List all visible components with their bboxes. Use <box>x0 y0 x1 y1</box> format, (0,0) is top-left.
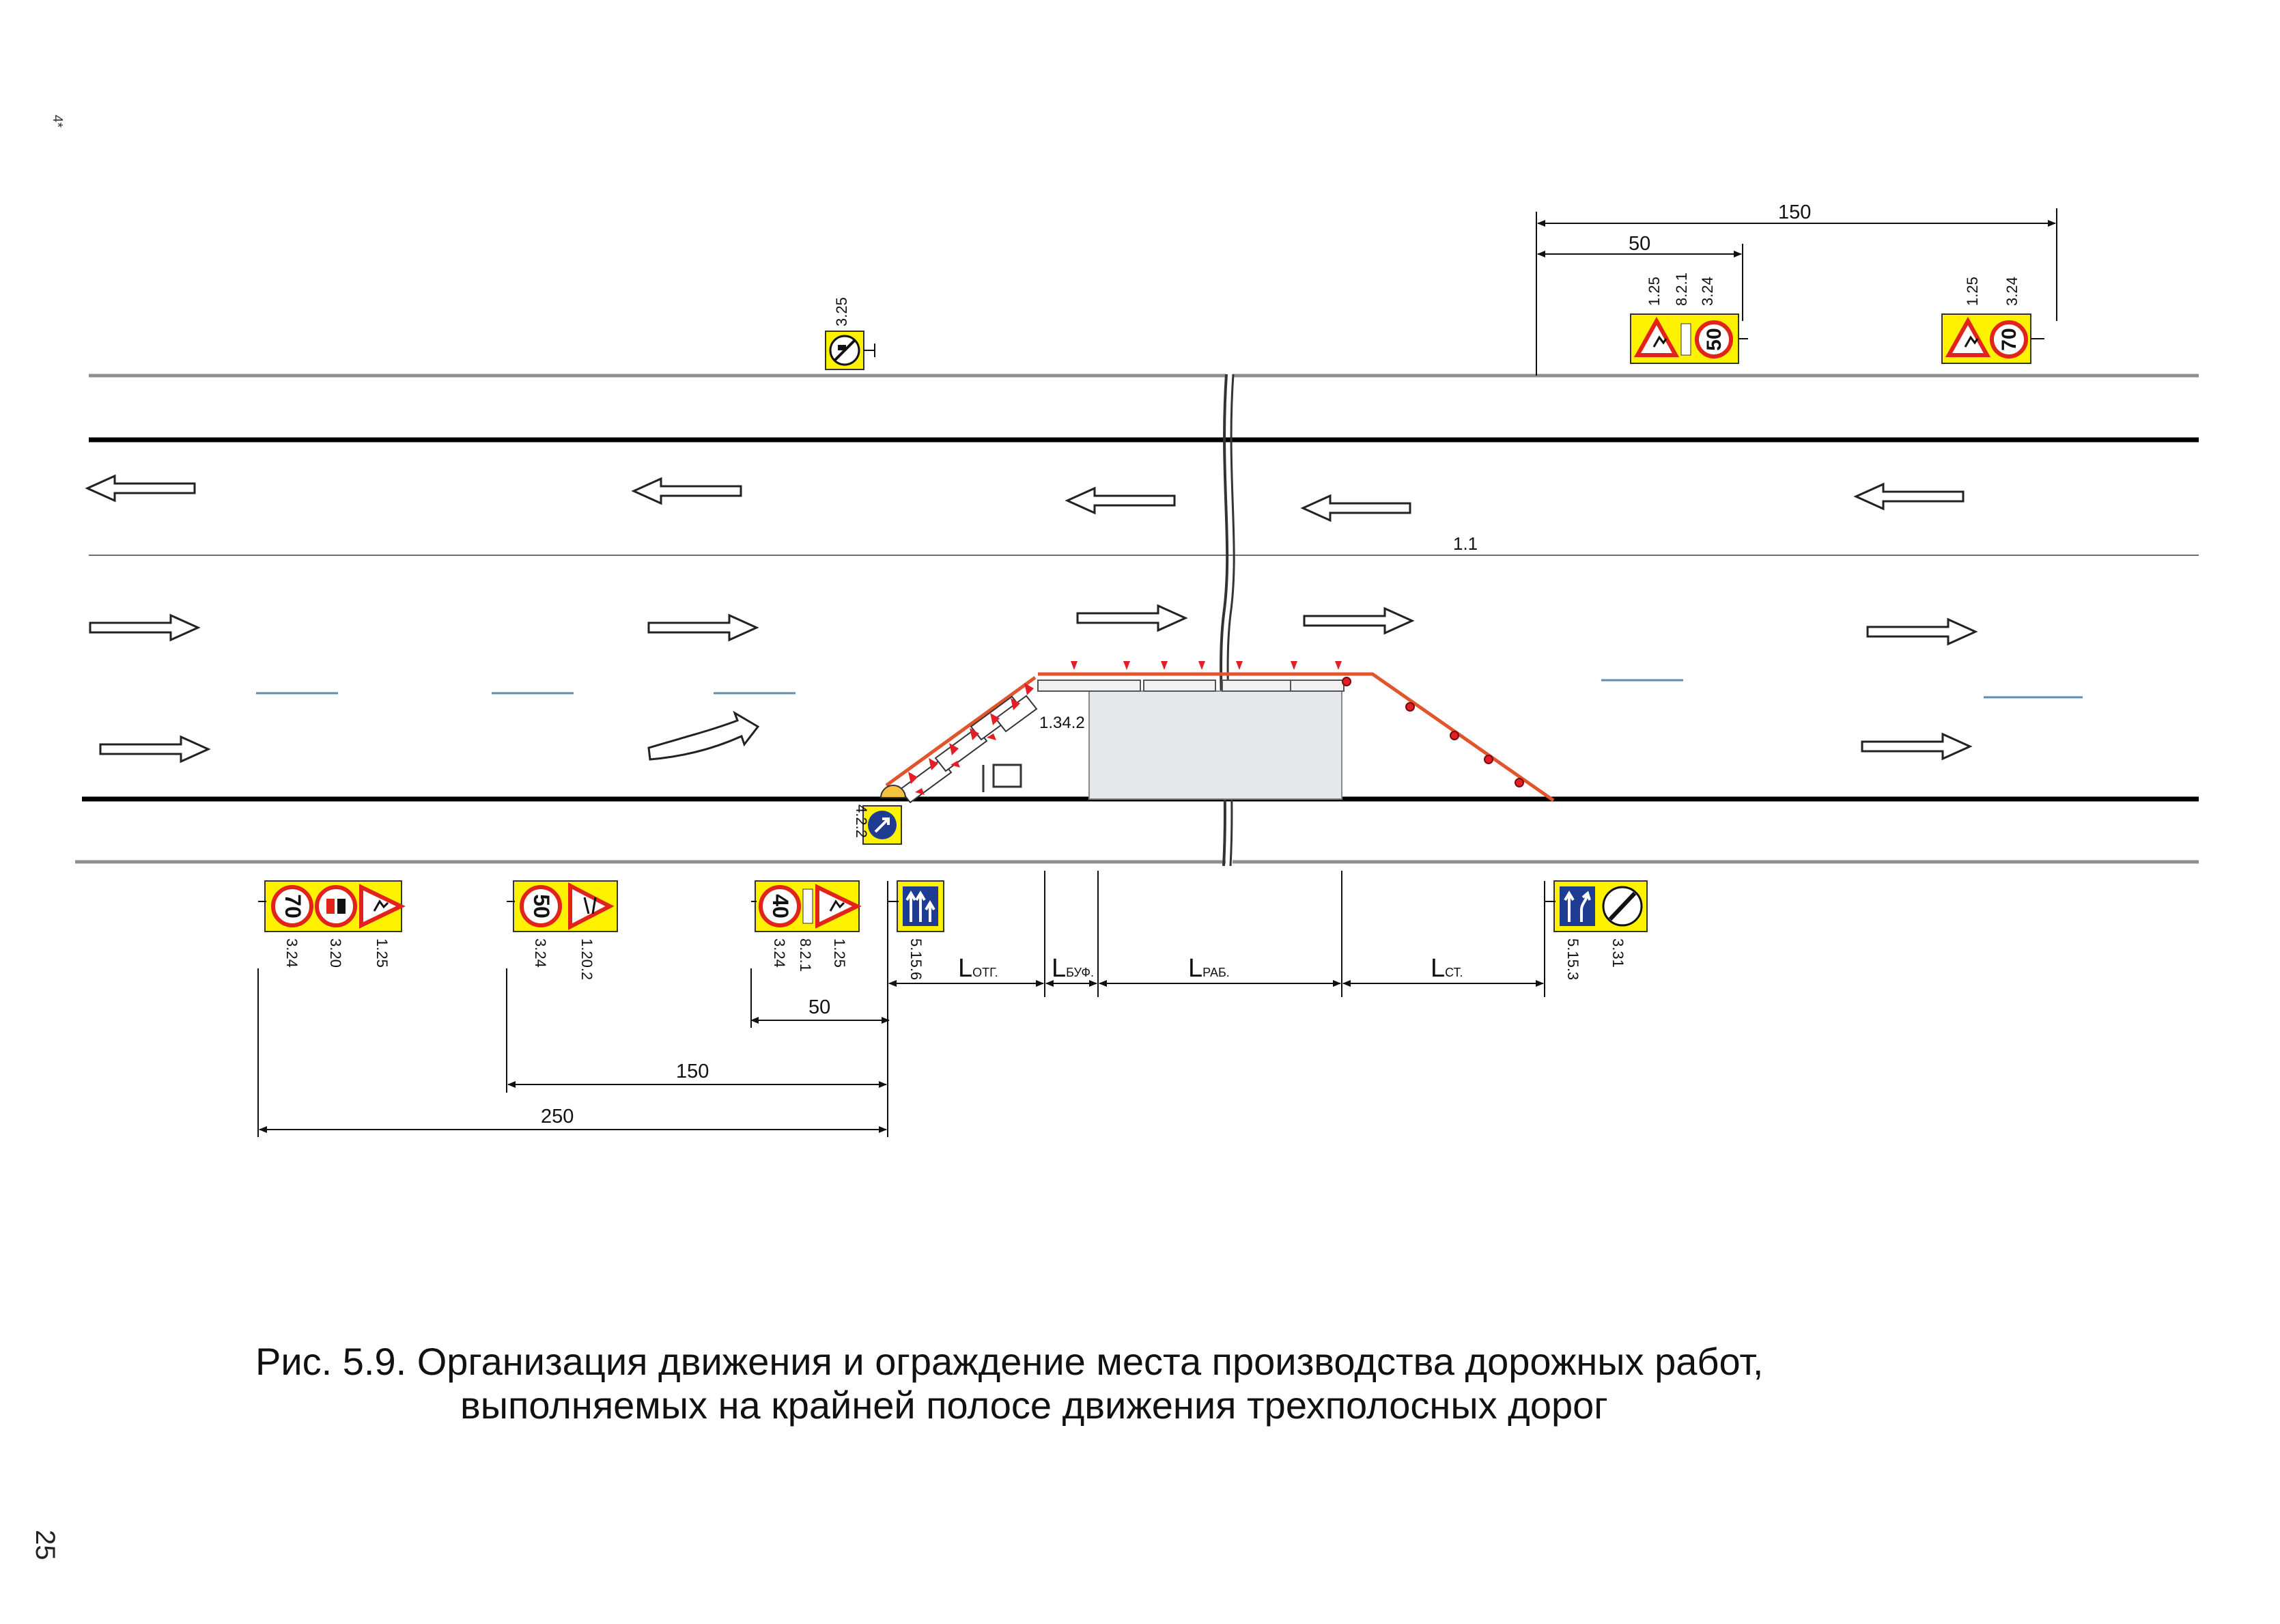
arrow-left-icon <box>1853 482 1965 511</box>
arrow-left-icon <box>631 477 742 505</box>
top2-speed: 70 <box>1998 328 2021 350</box>
b1-code-3: 1.25 <box>374 938 391 968</box>
bottom-sign-group-5 <box>1553 880 1648 932</box>
sign-5-15-6 <box>897 880 944 932</box>
speed-limit-icon <box>271 885 313 927</box>
top-sign-group-2: 70 <box>1941 313 2044 364</box>
top-sign-group-1: 50 <box>1630 313 1748 364</box>
dim-bottom-250: 250 <box>541 1106 574 1128</box>
b3-code-2: 8.2.1 <box>797 938 814 972</box>
warning-roadworks-icon <box>359 884 406 929</box>
b1-code-1: 3.24 <box>283 938 300 968</box>
zone-barrier-line <box>1038 672 1555 802</box>
curved-arrow-icon <box>647 710 760 761</box>
b1-code-2: 3.20 <box>327 938 344 968</box>
length-labels: LОТГ. LБУФ. LРАБ. LСТ. <box>958 954 1463 983</box>
sign-3-25-code: 3.25 <box>833 297 850 326</box>
sign-3-25 <box>825 331 875 370</box>
dim-top-150: 150 <box>1778 201 1811 223</box>
no-overtaking-trucks-icon <box>315 885 357 927</box>
arrow-left-icon <box>1065 486 1176 515</box>
top1-speed: 50 <box>1703 328 1726 350</box>
arrow-left-icon <box>85 474 196 503</box>
b5-code-1: 5.15.3 <box>1564 938 1581 980</box>
speed-limit-icon <box>520 885 562 927</box>
caption-line-2: выполняемых на крайней полосе движения т… <box>460 1384 1608 1427</box>
sign-1-34-2-code: 1.34.2 <box>1039 714 1085 732</box>
l-otg-sub: ОТГ. <box>972 966 998 979</box>
caption-line-1: Рис. 5.9. Организация движения и огражде… <box>255 1340 1764 1383</box>
dim-bottom-50: 50 <box>808 996 830 1018</box>
top1-code-3: 3.24 <box>1699 277 1716 306</box>
svg-text:LРАБ.: LРАБ. <box>1188 954 1230 983</box>
arrow-right-icon <box>647 613 759 642</box>
sign-4-2-2 <box>862 805 902 845</box>
road-edges <box>75 374 2199 864</box>
bottom-sign-group-1: 70 <box>264 880 406 932</box>
b3-code-3: 1.25 <box>831 938 848 968</box>
l-rab-sub: РАБ. <box>1202 966 1230 979</box>
l-buf-letter: L <box>1052 954 1066 983</box>
warning-roadworks-icon <box>1945 316 1991 357</box>
barrier-flags <box>1071 661 1342 670</box>
warning-roadworks-icon <box>815 884 862 929</box>
b2-code-2: 1.20.2 <box>578 938 595 980</box>
top1-code-2: 8.2.1 <box>1673 272 1690 306</box>
b1-speed: 70 <box>281 894 305 919</box>
arrow-right-icon <box>1076 604 1188 632</box>
bottom-sign-group-2: 50 <box>513 880 618 932</box>
l-st-sub: СТ. <box>1445 966 1463 979</box>
svg-text:LБУФ.: LБУФ. <box>1052 954 1094 983</box>
l-buf-sub: БУФ. <box>1066 966 1094 979</box>
speed-limit-icon <box>759 885 801 927</box>
sign-4-2-2-code: 4.2.2 <box>853 804 870 838</box>
lane-direction-icon <box>905 891 935 922</box>
arrow-right-icon <box>99 735 211 764</box>
l-rab-letter: L <box>1188 954 1202 983</box>
bottom-sign-group-3: 40 <box>755 880 862 932</box>
l-otg-letter: L <box>958 954 972 983</box>
warning-lamps <box>1342 677 1524 787</box>
top2-code-1: 1.25 <box>1964 277 1981 306</box>
arrow-right-icon <box>89 613 201 642</box>
top1-code-1: 1.25 <box>1646 277 1663 306</box>
b5-code-2: 3.31 <box>1609 938 1627 968</box>
b4-code-1: 5.15.6 <box>907 938 925 980</box>
marking-label: 1.1 <box>1453 533 1478 554</box>
l-st-letter: L <box>1431 954 1445 983</box>
b2-speed: 50 <box>529 894 554 919</box>
arrow-left-icon <box>1300 494 1411 522</box>
dim-top-50: 50 <box>1629 233 1650 255</box>
figure-caption: Рис. 5.9. Организация движения и огражде… <box>255 1340 2099 1427</box>
barrier-segments <box>1037 680 1345 692</box>
bottom-dimensions <box>257 871 1545 1137</box>
b3-speed: 40 <box>768 894 793 919</box>
signal-lamp-icon <box>879 785 907 798</box>
warning-roadworks-icon <box>1633 316 1680 357</box>
b3-code-1: 3.24 <box>771 938 788 968</box>
svg-text:LСТ.: LСТ. <box>1431 954 1463 983</box>
lane-dashes <box>256 679 2083 699</box>
arrow-right-icon <box>1303 606 1415 635</box>
lane-closure-flag-icon <box>982 764 1022 792</box>
road-narrows-icon <box>568 882 615 930</box>
b2-code-1: 3.24 <box>532 938 549 968</box>
end-restriction-icon <box>833 339 856 362</box>
dim-bottom-150: 150 <box>676 1061 709 1082</box>
top-dimensions <box>1536 208 2057 376</box>
lane-arrows-right <box>89 604 1978 764</box>
work-zone-area <box>1088 690 1342 800</box>
top2-code-2: 3.24 <box>2003 277 2021 306</box>
speed-limit-icon <box>1990 320 2028 359</box>
svg-text:LОТГ.: LОТГ. <box>958 954 998 983</box>
speed-limit-icon <box>1695 320 1733 359</box>
lane-arrows-left <box>85 474 1965 522</box>
arrow-right-icon <box>1861 732 1973 761</box>
taper-chevron-barrier <box>879 675 1038 804</box>
arrow-right-icon <box>1866 617 1978 646</box>
page-number: 25 <box>30 1530 60 1560</box>
